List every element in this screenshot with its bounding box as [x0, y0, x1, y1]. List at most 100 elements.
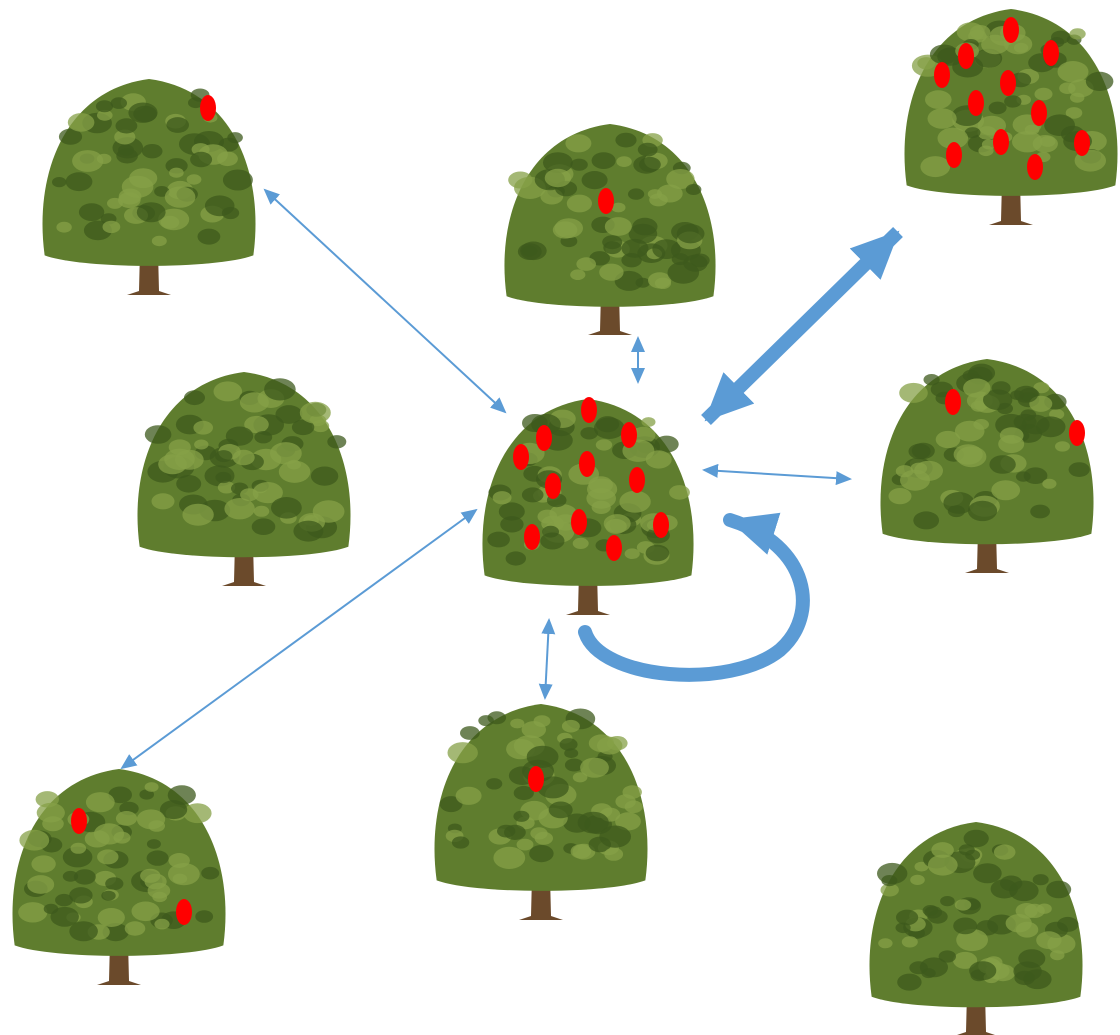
leaf-clump: [577, 811, 609, 834]
fruit: [621, 422, 637, 448]
leaf-clump: [97, 908, 125, 927]
leaf-clump: [510, 718, 525, 729]
leaf-clump: [521, 721, 546, 739]
fruit: [598, 188, 614, 214]
fruit: [545, 473, 561, 499]
leaf-clump: [154, 918, 170, 930]
fruit: [1031, 100, 1047, 126]
leaf-clump: [215, 450, 233, 463]
leaf-clump: [69, 887, 93, 904]
leaf-clump: [27, 875, 55, 894]
leaf-clump: [540, 532, 565, 550]
leaf-clump: [141, 144, 163, 159]
leaf-clump: [615, 132, 637, 148]
fruit: [946, 142, 962, 168]
leaf-clump: [591, 152, 616, 170]
leaf-clump: [1012, 131, 1043, 153]
leaf-clump: [925, 90, 952, 109]
leaf-clump: [1069, 28, 1086, 40]
leaf-clump: [913, 511, 940, 530]
leaf-clump: [967, 500, 998, 522]
leaf-clump: [513, 810, 530, 822]
leaf-clump: [498, 502, 525, 521]
leaf-clump: [576, 257, 596, 271]
leaf-clump: [1005, 914, 1032, 933]
leaf-clump: [956, 928, 988, 952]
leaf-clump: [880, 883, 899, 897]
leaf-clump: [1010, 390, 1025, 400]
leaf-clump: [164, 186, 196, 208]
tree-top-right: [904, 9, 1118, 225]
leaf-clump: [72, 150, 104, 172]
leaf-clump: [595, 439, 613, 451]
leaf-clump: [225, 426, 254, 446]
leaf-clump: [144, 425, 172, 444]
leaf-clump: [447, 742, 478, 764]
fruit: [1003, 17, 1019, 43]
leaf-clump: [97, 849, 119, 865]
leaf-clump: [616, 156, 632, 168]
leaf-clump: [526, 745, 559, 768]
leaf-clump: [954, 420, 985, 442]
leaf-clump: [940, 896, 955, 907]
leaf-clump: [70, 842, 87, 854]
leaf-clump: [95, 100, 114, 113]
fruit: [513, 444, 529, 470]
leaf-clump: [596, 416, 620, 433]
leaf-clump: [146, 850, 169, 866]
leaf-clump: [924, 906, 943, 919]
leaf-clump: [493, 846, 526, 870]
fruit: [629, 467, 645, 493]
fruit: [581, 397, 597, 423]
leaf-clump: [970, 400, 987, 412]
leaf-clump: [115, 811, 138, 826]
leaf-clump: [299, 401, 331, 424]
leaf-clump: [184, 390, 205, 406]
leaf-clump: [603, 514, 631, 533]
leaf-clump: [931, 842, 954, 858]
leaf-clump: [110, 97, 128, 109]
leaf-clump: [669, 485, 690, 500]
leaf-clump: [998, 434, 1025, 454]
leaf-clump: [953, 951, 978, 969]
leaf-clump: [78, 203, 105, 222]
leaf-clump: [158, 208, 190, 231]
leaf-clump: [676, 224, 705, 244]
leaf-clump: [929, 44, 959, 65]
tree-middle-left: [137, 372, 351, 586]
leaf-clump: [1036, 931, 1062, 950]
leaf-clump: [685, 184, 702, 195]
leaf-clump: [293, 520, 324, 542]
leaf-clump: [291, 419, 315, 436]
leaf-clump: [244, 415, 269, 434]
leaf-clump: [1055, 441, 1070, 452]
leaf-clump: [264, 378, 296, 401]
leaf-clump: [954, 899, 972, 911]
leaf-clump: [1018, 949, 1046, 968]
leaf-clump: [1030, 504, 1050, 519]
leaf-clump: [969, 961, 997, 981]
leaf-clump: [69, 921, 98, 942]
leaf-clump: [278, 460, 311, 483]
tree-center: [482, 397, 694, 615]
leaf-clump: [895, 922, 911, 934]
leaf-clump: [517, 243, 542, 260]
leaf-clump: [1033, 382, 1050, 394]
leaf-clump: [1046, 880, 1072, 899]
leaf-clump: [983, 389, 1013, 411]
leaf-clump: [213, 381, 243, 402]
leaf-clump: [877, 862, 908, 885]
leaf-clump: [497, 824, 516, 838]
leaf-clump: [602, 235, 623, 250]
leaf-clump: [989, 455, 1016, 474]
tree-bottom-right: [869, 822, 1083, 1035]
leaf-clump: [530, 827, 548, 840]
leaf-clump: [144, 782, 159, 792]
leaf-clump: [115, 118, 138, 134]
leaf-clump: [222, 169, 253, 191]
leaf-clump: [85, 792, 115, 813]
leaf-clump: [631, 426, 656, 444]
leaf-clump: [943, 492, 975, 514]
leaf-clump: [529, 845, 554, 863]
leaf-clump: [652, 239, 681, 259]
